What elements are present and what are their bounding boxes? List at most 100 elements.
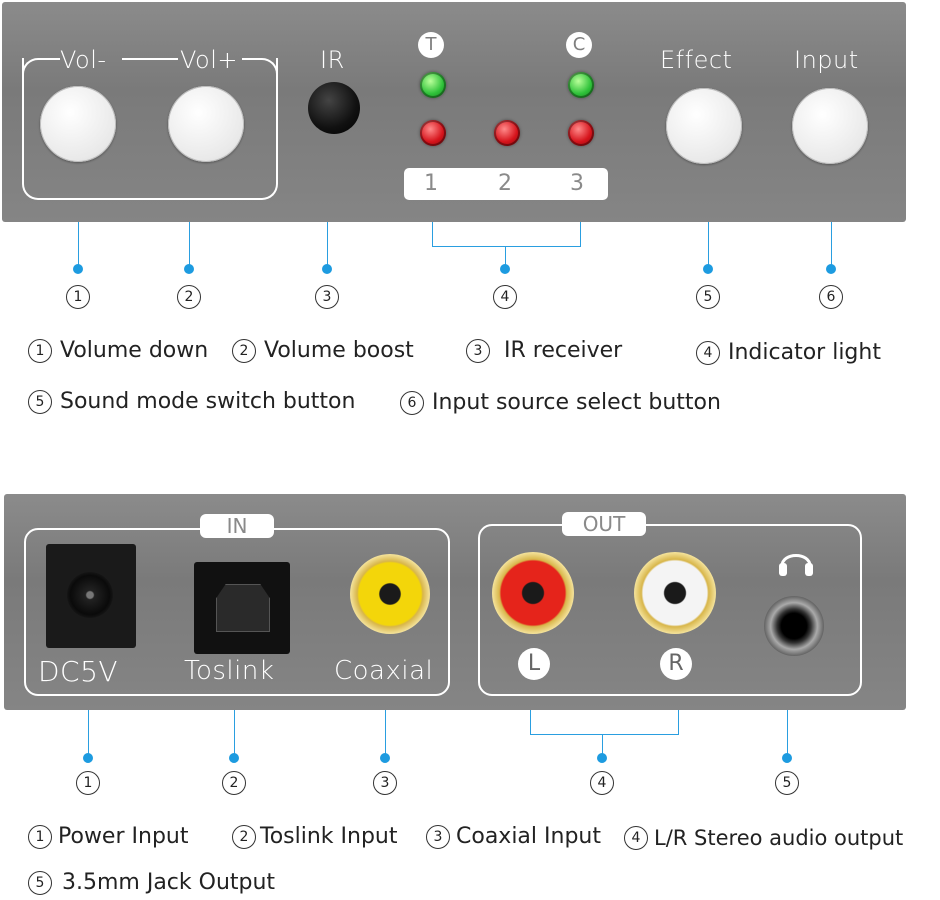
callout-dot-4	[500, 264, 510, 274]
coax-badge: C	[566, 32, 592, 58]
dc-power-jack[interactable]	[46, 544, 136, 648]
volume-group-frame-top	[22, 58, 60, 76]
left-badge: L	[518, 648, 550, 680]
marker-2: 2	[177, 285, 201, 309]
legend-num: 2	[232, 824, 256, 849]
led-red-1	[420, 120, 446, 146]
legend-toslink-input: 2 Toslink Input	[232, 824, 398, 849]
legend-indicator-light: 4 Indicator light	[696, 340, 881, 365]
callout-line-3	[327, 222, 328, 266]
back-callout-dot-3	[380, 753, 390, 763]
effect-button[interactable]	[666, 88, 742, 164]
ir-label: IR	[320, 46, 345, 74]
volume-up-button[interactable]	[168, 86, 244, 162]
legend-input-source: 6 Input source select button	[400, 390, 721, 415]
callout-line-4b	[580, 222, 581, 246]
vol-plus-label: Vol+	[180, 46, 239, 74]
marker-3: 3	[315, 285, 339, 309]
led-green-3	[568, 72, 594, 98]
legend-text: Coaxial Input	[456, 824, 601, 849]
back-marker-4: 4	[590, 771, 614, 795]
input-number-3: 3	[570, 171, 584, 196]
tuner-badge: T	[418, 32, 444, 58]
legend-num: 6	[400, 390, 424, 415]
led-green-1	[420, 72, 446, 98]
headphone-output-jack[interactable]	[764, 596, 824, 656]
legend-volume-down: 1 Volume down	[28, 338, 208, 363]
callout-dot-6	[826, 264, 836, 274]
input-number-1: 1	[424, 171, 438, 196]
back-marker-1: 1	[76, 771, 100, 795]
back-marker-2: 2	[222, 771, 246, 795]
input-select-button[interactable]	[792, 88, 868, 164]
coaxial-input-jack[interactable]	[350, 554, 430, 634]
back-marker-3: 3	[373, 771, 397, 795]
vol-minus-label: Vol-	[60, 46, 107, 74]
callout-line-5	[708, 222, 709, 266]
toslink-label: Toslink	[184, 656, 275, 686]
right-badge: R	[660, 648, 692, 680]
out-tag: OUT	[562, 512, 646, 536]
back-callout-line-4b	[678, 710, 679, 734]
back-callout-line-2	[234, 710, 235, 756]
callout-dot-1	[73, 264, 83, 274]
legend-num: 4	[624, 826, 648, 850]
volume-down-button[interactable]	[40, 86, 116, 162]
legend-volume-boost: 2 Volume boost	[232, 338, 414, 363]
toslink-shutter	[216, 584, 270, 632]
headphones-icon	[776, 544, 816, 578]
callout-line-4c	[505, 246, 506, 266]
in-tag: IN	[200, 514, 274, 538]
back-marker-5: 5	[775, 771, 799, 795]
legend-text: L/R Stereo audio output	[654, 826, 904, 850]
effect-label: Effect	[660, 46, 733, 74]
marker-4: 4	[493, 285, 517, 309]
back-callout-line-3	[385, 710, 386, 756]
front-panel: Vol- Vol+ IR T C 1 2 3 Effect Input	[2, 2, 906, 222]
legend-num: 5	[28, 870, 52, 895]
legend-text: Volume boost	[264, 338, 414, 363]
legend-text: Sound mode switch button	[60, 389, 356, 414]
back-callout-line-5	[787, 710, 788, 756]
left-audio-output-jack[interactable]	[492, 552, 574, 634]
input-label: Input	[794, 46, 859, 74]
marker-1: 1	[66, 285, 90, 309]
callout-line-6	[831, 222, 832, 266]
legend-num: 1	[28, 824, 52, 849]
callout-line-1	[78, 222, 79, 266]
legend-text: Indicator light	[728, 340, 881, 365]
callout-line-2	[189, 222, 190, 266]
input-number-strip: 1 2 3	[404, 168, 608, 200]
legend-text: Input source select button	[432, 390, 721, 415]
legend-power-input: 1 Power Input	[28, 824, 188, 849]
back-callout-dot-4	[597, 753, 607, 763]
callout-dot-2	[184, 264, 194, 274]
right-audio-output-jack[interactable]	[634, 552, 716, 634]
marker-6: 6	[819, 285, 843, 309]
legend-coaxial-input: 3 Coaxial Input	[426, 824, 601, 849]
back-callout-line-1	[88, 710, 89, 756]
back-callout-dot-2	[229, 753, 239, 763]
toslink-port[interactable]	[194, 562, 290, 654]
legend-lr-output: 4 L/R Stereo audio output	[624, 826, 903, 850]
legend-num: 4	[696, 340, 720, 365]
legend-sound-mode: 5 Sound mode switch button	[28, 389, 355, 414]
back-callout-bracket-4	[530, 734, 679, 735]
legend-num: 2	[232, 338, 256, 363]
back-callout-dot-5	[782, 753, 792, 763]
back-callout-dot-1	[83, 753, 93, 763]
legend-text: Volume down	[60, 338, 209, 363]
ir-receiver-window	[308, 82, 360, 134]
callout-dot-5	[703, 264, 713, 274]
output-section-frame	[478, 524, 862, 696]
legend-text: IR receiver	[504, 338, 623, 363]
legend-text: 3.5mm Jack Output	[62, 870, 276, 895]
callout-dot-3	[322, 264, 332, 274]
back-callout-line-4c	[602, 734, 603, 756]
callout-bracket-4	[432, 246, 581, 247]
volume-group-frame	[22, 58, 278, 200]
dc5v-label: DC5V	[38, 655, 119, 688]
legend-text: Power Input	[58, 824, 189, 849]
legend-num: 3	[426, 824, 450, 849]
legend-num: 5	[28, 389, 52, 414]
